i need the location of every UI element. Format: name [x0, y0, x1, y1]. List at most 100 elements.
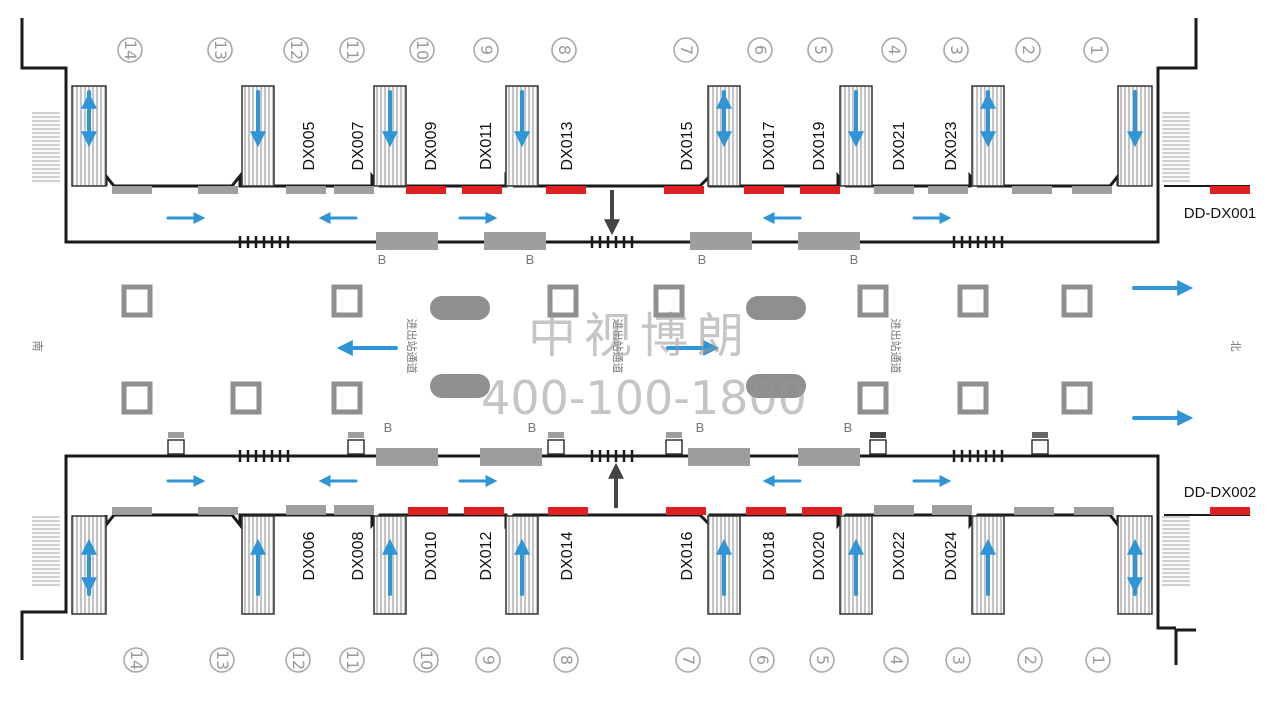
panel-label-dx013: DX013 — [559, 121, 576, 170]
train-arrows — [604, 190, 624, 508]
door-number-13: 13 — [209, 647, 235, 673]
door-number-text: 1 — [1089, 655, 1108, 665]
panel-labels-bottom: DX006 DX008 DX010 DX012 DX014 DX016 DX018 DX020… — [301, 531, 960, 580]
door-number-text: 9 — [479, 655, 498, 665]
door-number-8: 8 — [553, 647, 579, 673]
panel-label-dx010: DX010 — [423, 531, 440, 580]
side-label-bottom: DD-DX002 — [1184, 484, 1257, 501]
top-stairs — [71, 85, 1153, 187]
door-number-12: 12 — [285, 647, 311, 673]
panel-label-dx024: DX024 — [943, 531, 960, 580]
door-number-9: 9 — [473, 37, 499, 63]
kiosks — [167, 432, 1049, 455]
door-number-text: 12 — [287, 40, 306, 60]
door-number-text: 1 — [1087, 45, 1106, 55]
door-number-text: 6 — [751, 45, 770, 55]
door-number-9: 9 — [475, 647, 501, 673]
top-platform — [32, 85, 1250, 244]
door-number-text: 14 — [121, 40, 140, 60]
door-number-4: 4 — [883, 647, 909, 673]
door-number-1: 1 — [1083, 37, 1109, 63]
panel-label-dx009: DX009 — [423, 121, 440, 170]
door-number-text: 11 — [343, 650, 362, 670]
panel-label-dx017: DX017 — [761, 121, 778, 170]
b-mark: B — [850, 252, 859, 267]
panel-label-dx018: DX018 — [761, 531, 778, 580]
door-numbers-bottom: 14 13 12 11 10 9 8 7 6 5 4 3 2 1 — [123, 647, 1111, 673]
door-number-text: 11 — [343, 40, 362, 60]
bottom-south-stair — [32, 516, 60, 588]
top-south-stair — [32, 112, 60, 184]
door-number-2: 2 — [1017, 647, 1043, 673]
door-number-11: 11 — [339, 37, 365, 63]
bottom-north-stair — [1162, 516, 1190, 588]
bottom-platform — [32, 454, 1250, 615]
door-number-text: 9 — [477, 45, 496, 55]
b-mark: B — [698, 252, 707, 267]
door-number-14: 14 — [123, 647, 149, 673]
door-number-text: 14 — [127, 650, 146, 670]
panel-label-dx020: DX020 — [811, 531, 828, 580]
panel-label-dx006: DX006 — [301, 531, 318, 580]
door-number-text: 2 — [1021, 655, 1040, 665]
door-number-4: 4 — [881, 37, 907, 63]
panel-label-dx016: DX016 — [679, 531, 696, 580]
panel-label-dx022: DX022 — [891, 531, 908, 580]
panel-label-dx015: DX015 — [679, 121, 696, 170]
compass-north: 北 — [1229, 341, 1242, 352]
door-number-text: 6 — [753, 655, 772, 665]
door-number-text: 10 — [417, 650, 436, 670]
door-number-text: 8 — [555, 45, 574, 55]
door-number-10: 10 — [409, 37, 435, 63]
door-number-2: 2 — [1015, 37, 1041, 63]
b-mark: B — [526, 252, 535, 267]
door-number-12: 12 — [283, 37, 309, 63]
panel-label-dx012: DX012 — [478, 531, 495, 580]
top-north-stair — [1162, 112, 1190, 184]
door-number-7: 7 — [673, 37, 699, 63]
pillars — [121, 284, 1093, 415]
passage-label-3: 进出站通道 — [889, 319, 903, 374]
door-number-13: 13 — [207, 37, 233, 63]
door-number-5: 5 — [807, 37, 833, 63]
door-number-text: 7 — [679, 655, 698, 665]
door-number-3: 3 — [943, 37, 969, 63]
door-number-text: 3 — [947, 45, 966, 55]
door-number-5: 5 — [809, 647, 835, 673]
ad-panels-top — [112, 186, 1250, 250]
panel-label-dx014: DX014 — [559, 531, 576, 580]
panel-label-dx011: DX011 — [478, 122, 495, 170]
flow-arrows — [81, 90, 1194, 596]
door-number-1: 1 — [1085, 647, 1111, 673]
door-number-text: 5 — [811, 45, 830, 55]
panel-label-dx021: DX021 — [891, 121, 908, 170]
door-number-text: 3 — [949, 655, 968, 665]
passage-label-1: 进出站通道 — [405, 319, 419, 374]
side-label-top: DD-DX001 — [1184, 205, 1257, 222]
door-number-10: 10 — [413, 647, 439, 673]
door-number-7: 7 — [675, 647, 701, 673]
b-mark: B — [696, 420, 705, 435]
benches — [430, 296, 806, 398]
door-number-text: 8 — [557, 655, 576, 665]
b-mark: B — [528, 420, 537, 435]
door-number-text: 12 — [289, 650, 308, 670]
door-number-text: 13 — [213, 650, 232, 670]
panel-label-dx005: DX005 — [301, 121, 318, 170]
panel-label-dx019: DX019 — [811, 121, 828, 170]
b-mark: B — [384, 420, 393, 435]
passage-label-2: 进出站通道 — [611, 319, 625, 374]
door-number-6: 6 — [749, 647, 775, 673]
door-number-3: 3 — [945, 647, 971, 673]
door-numbers-top: 14 13 12 11 10 9 8 7 6 5 4 3 2 1 — [117, 37, 1109, 63]
door-number-text: 10 — [413, 40, 432, 60]
b-mark: B — [378, 252, 387, 267]
compass-south: 南 — [31, 341, 44, 352]
door-number-text: 4 — [887, 655, 906, 665]
panel-label-dx007: DX007 — [350, 121, 367, 170]
panel-label-dx008: DX008 — [350, 531, 367, 580]
door-number-text: 13 — [211, 40, 230, 60]
door-number-text: 4 — [885, 45, 904, 55]
